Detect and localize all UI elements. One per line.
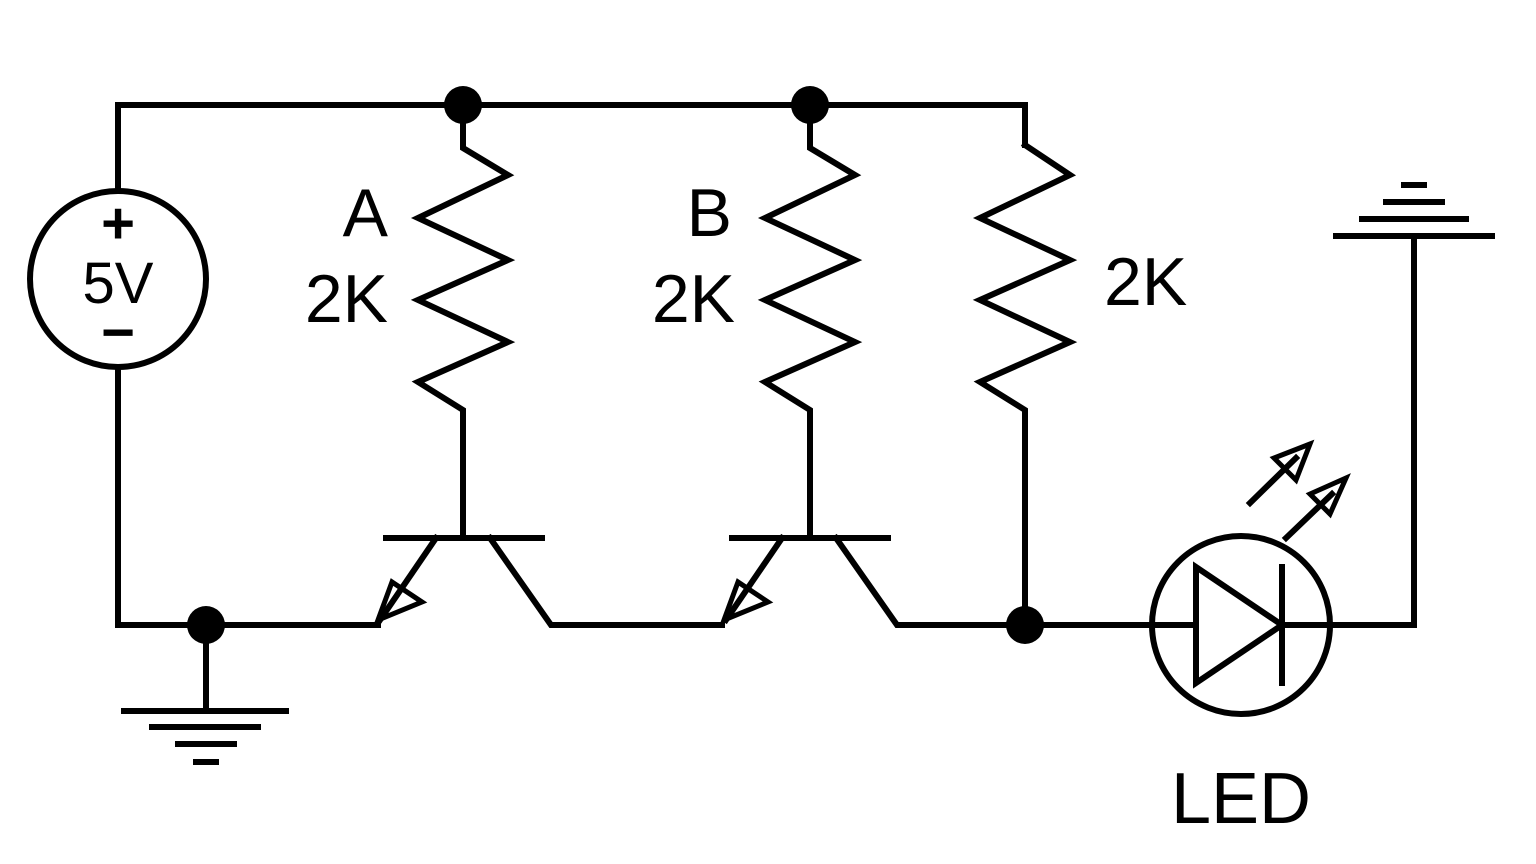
wire-top-rail: [115, 102, 1028, 193]
source-minus-sign: −: [101, 300, 135, 365]
led-icon: [1149, 439, 1351, 717]
ground-icon: [121, 622, 289, 765]
wire-led-to-ground: [1327, 235, 1417, 628]
resistor-a-value: 2K: [305, 261, 388, 337]
resistor-b: B 2K: [652, 102, 863, 538]
resistor-b-value: 2K: [652, 261, 735, 337]
resistor-c: 2K: [972, 140, 1187, 628]
wire-left-bottom: [115, 365, 381, 628]
ground-icon-top: [1333, 182, 1495, 239]
resistor-a-name: A: [343, 175, 389, 251]
source-voltage-label: 5V: [83, 251, 154, 316]
transistor-a: [373, 533, 725, 628]
voltage-source: + 5V −: [27, 188, 209, 370]
resistor-b-name: B: [687, 175, 732, 251]
resistor-c-value: 2K: [1104, 244, 1187, 320]
resistor-a: A 2K: [305, 102, 516, 538]
transistor-b: [719, 533, 1028, 628]
source-plus-sign: +: [101, 191, 135, 256]
led-label: LED: [1171, 759, 1311, 839]
